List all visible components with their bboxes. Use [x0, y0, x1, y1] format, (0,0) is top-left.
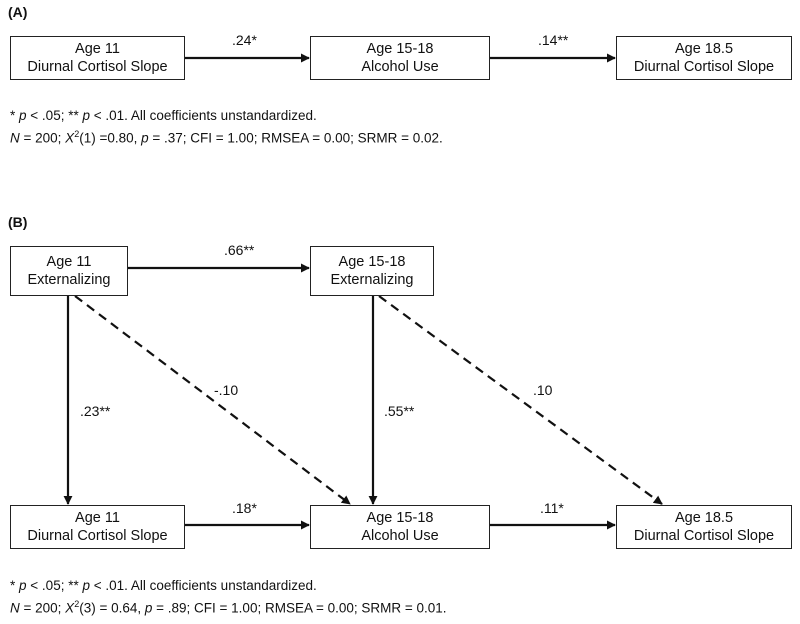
panel-a-coef-alcohol-to-cortisol: .14**: [538, 32, 569, 48]
panel-b-node-age185-cortisol: Age 18.5 Diurnal Cortisol Slope: [616, 505, 792, 549]
node-line2: Diurnal Cortisol Slope: [27, 59, 168, 75]
node-line2: Alcohol Use: [361, 59, 439, 75]
panel-b-note: * p < .05; ** p < .01. All coefficients …: [10, 576, 447, 618]
node-line2: Diurnal Cortisol Slope: [27, 528, 168, 544]
node-line1: Age 15-18: [366, 510, 434, 526]
panel-b-node-age11-cortisol: Age 11 Diurnal Cortisol Slope: [10, 505, 185, 549]
node-line2: Alcohol Use: [361, 528, 439, 544]
arrow-b-ext11-to-alcohol-dashed: [74, 295, 351, 505]
panel-a-coef-cortisol-to-alcohol: .24*: [232, 32, 257, 48]
panel-a-note: * p < .05; ** p < .01. All coefficients …: [10, 106, 443, 148]
panel-b-coef-ext1518-to-alcohol: .55**: [384, 403, 415, 419]
node-line1: Age 11: [75, 41, 120, 57]
node-line1: Age 15-18: [338, 254, 406, 270]
panel-b-coef-cortisol11-to-alcohol: .18*: [232, 500, 257, 516]
node-line2: Diurnal Cortisol Slope: [633, 528, 775, 544]
panel-b-coef-ext11-to-ext1518: .66**: [224, 242, 255, 258]
node-line1: Age 18.5: [674, 510, 734, 526]
panel-b-coef-ext11-to-cortisol11: .23**: [80, 403, 111, 419]
panel-b-significance-note: * p < .05; ** p < .01. All coefficients …: [10, 578, 317, 593]
node-line1: Age 18.5: [674, 41, 734, 57]
panel-b-node-age11-externalizing: Age 11 Externalizing: [10, 246, 128, 296]
panel-b-fit-statistics: N = 200; X2(3) = 0.64, p = .89; CFI = 1.…: [10, 599, 447, 616]
panel-b-coef-ext11-to-alcohol: -.10: [214, 382, 239, 398]
panel-b-coef-alcohol-to-cortisol185: .11*: [540, 500, 564, 516]
node-line1: Age 11: [75, 510, 120, 526]
node-line2: Externalizing: [330, 272, 414, 288]
node-line2: Externalizing: [27, 272, 111, 288]
panel-a-fit-statistics: N = 200; X2(1) =0.80, p = .37; CFI = 1.0…: [10, 129, 443, 146]
panel-a-significance-note: * p < .05; ** p < .01. All coefficients …: [10, 108, 317, 123]
node-line1: Age 11: [46, 254, 92, 270]
node-line2: Diurnal Cortisol Slope: [633, 59, 775, 75]
panel-b-node-age1518-externalizing: Age 15-18 Externalizing: [310, 246, 434, 296]
panel-a-node-age1518-alcohol: Age 15-18 Alcohol Use: [310, 36, 490, 80]
arrow-b-ext1518-to-cortisol185-dashed: [378, 295, 663, 505]
panel-b-label: (B): [8, 214, 28, 230]
panel-a-node-age11-cortisol: Age 11 Diurnal Cortisol Slope: [10, 36, 185, 80]
panel-a-label: (A): [8, 4, 28, 20]
panel-b-coef-ext1518-to-cortisol185: .10: [533, 382, 553, 398]
panel-b-node-age1518-alcohol: Age 15-18 Alcohol Use: [310, 505, 490, 549]
panel-a-node-age185-cortisol: Age 18.5 Diurnal Cortisol Slope: [616, 36, 792, 80]
node-line1: Age 15-18: [366, 41, 434, 57]
